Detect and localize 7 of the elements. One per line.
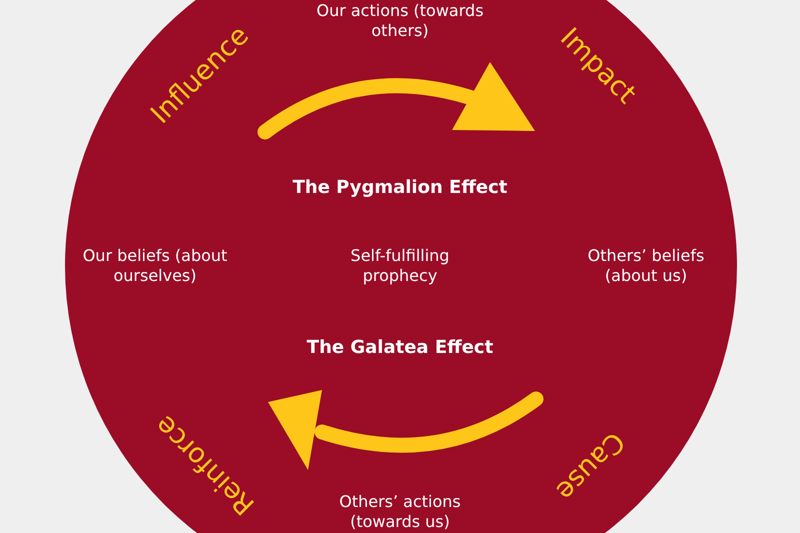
center-text: Self-fulfilling prophecy (350, 246, 450, 286)
node-text: Our beliefs (about ourselves) (78, 246, 232, 286)
effect-heading: The Galatea Effect (306, 338, 494, 358)
node-text: Others’ beliefs (about us) (571, 246, 721, 286)
node-text: Our actions (towards others) (315, 1, 485, 41)
node-text: Others’ actions (towards us) (315, 492, 485, 532)
effect-heading: The Pygmalion Effect (292, 178, 508, 198)
